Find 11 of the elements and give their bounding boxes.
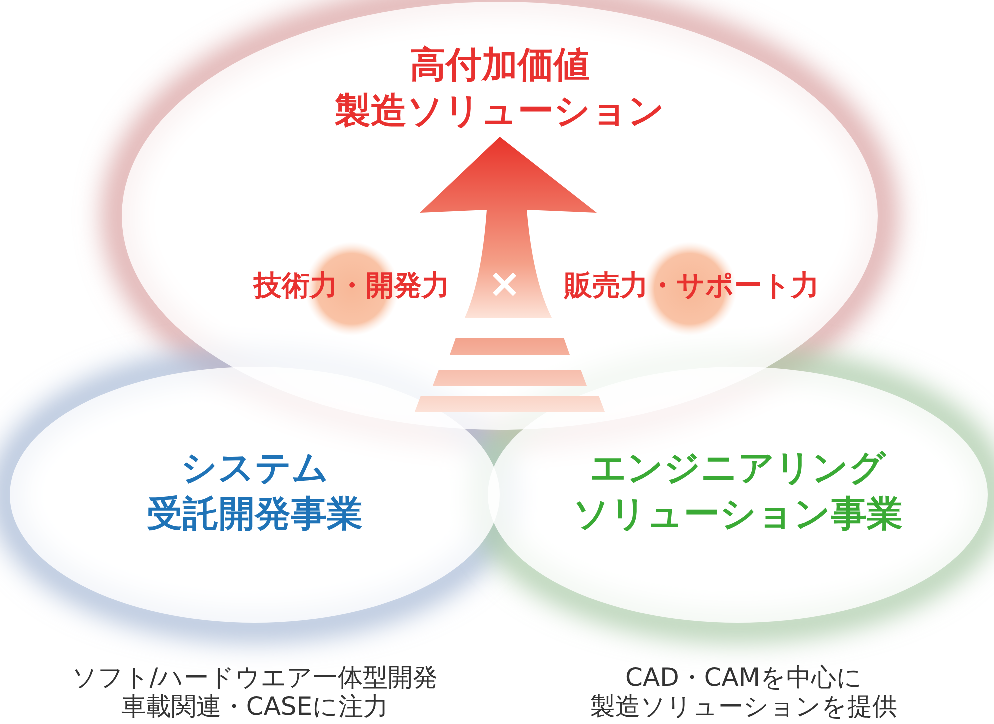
label-text: 製造ソリューション [334,90,666,134]
heading: 高付加価値 [409,44,591,88]
heading: エンジニアリング [589,447,888,490]
label-text: 受託開発事業 [146,493,364,536]
multiply-sign: × [488,264,522,304]
caption-text: ソフト/ハードウエア一体型開発 車載関連・CASEに注力 [70,664,440,722]
label-text: 販売力・サポート力 [563,269,820,303]
heading: システム [180,447,330,490]
label-text: 技術力・開発力 [252,269,451,303]
label-text: ソリューション事業 [572,493,904,536]
caption-text: CAD・CAMを中心に 製造ソリューションを提供 [590,664,898,722]
